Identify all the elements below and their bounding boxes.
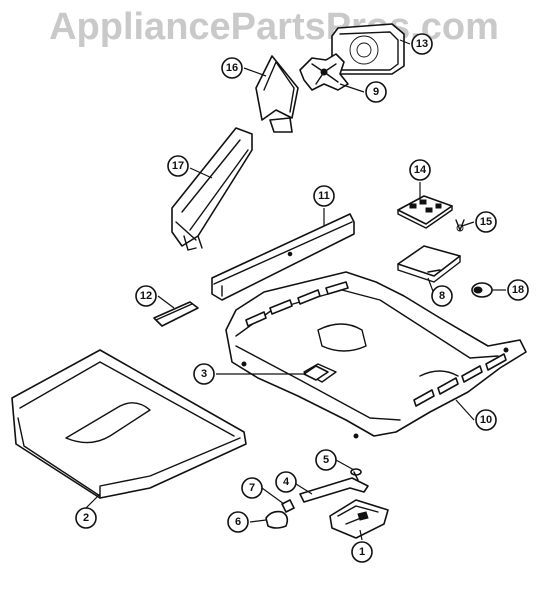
callout-8: 8 xyxy=(431,285,453,307)
callout-12: 12 xyxy=(135,285,157,307)
part-2-drawer-pan[interactable] xyxy=(11,349,247,499)
callout-18: 18 xyxy=(507,279,529,301)
part-13-housing[interactable] xyxy=(331,23,405,75)
part-1-latch[interactable] xyxy=(329,499,389,539)
callout-9: 9 xyxy=(365,81,387,103)
callout-11-label: 11 xyxy=(318,190,330,202)
callout-11: 11 xyxy=(313,185,335,207)
part-6-knob[interactable] xyxy=(265,510,289,529)
callout-5: 5 xyxy=(315,449,337,471)
callout-7: 7 xyxy=(241,477,263,499)
callout-1-label: 1 xyxy=(359,546,365,558)
part-8-plate[interactable] xyxy=(397,245,461,283)
callout-2: 2 xyxy=(75,507,97,529)
callout-3-label: 3 xyxy=(201,368,207,380)
part-17-duct[interactable] xyxy=(171,127,253,251)
part-12-bar[interactable] xyxy=(153,301,199,327)
callout-12-label: 12 xyxy=(140,290,152,302)
callout-15-label: 15 xyxy=(480,216,492,228)
part-4-rod[interactable] xyxy=(299,477,369,503)
callout-4-label: 4 xyxy=(283,476,290,488)
callout-18-label: 18 xyxy=(512,284,524,296)
part-7-clip[interactable] xyxy=(281,499,295,513)
callout-8-label: 8 xyxy=(439,290,445,302)
part-15-clip[interactable] xyxy=(455,219,465,232)
callout-14-label: 14 xyxy=(414,164,427,176)
callout-13: 13 xyxy=(411,33,433,55)
callout-17: 17 xyxy=(167,155,189,177)
leader-lines xyxy=(85,39,506,541)
part-16-bracket[interactable] xyxy=(255,55,299,133)
callout-16-label: 16 xyxy=(226,62,238,74)
callout-9-label: 9 xyxy=(373,86,379,98)
callout-6-label: 6 xyxy=(235,516,241,528)
part-14-board[interactable] xyxy=(397,195,453,229)
part-10-base-frame[interactable] xyxy=(225,271,527,439)
part-18-grommet[interactable] xyxy=(471,282,493,298)
callout-5-label: 5 xyxy=(323,454,329,466)
callout-14: 14 xyxy=(409,159,431,181)
callout-6: 6 xyxy=(227,511,249,533)
callout-3: 3 xyxy=(193,363,215,385)
callout-4: 4 xyxy=(275,471,297,493)
part-5-screw[interactable] xyxy=(350,468,362,481)
callout-10-label: 10 xyxy=(480,414,492,426)
part-3-tab[interactable] xyxy=(303,365,329,381)
callout-13-label: 13 xyxy=(416,38,428,50)
callout-7-label: 7 xyxy=(249,482,255,494)
callout-15: 15 xyxy=(475,211,497,233)
callout-16: 16 xyxy=(221,57,243,79)
callout-1: 1 xyxy=(351,541,373,563)
callout-17-label: 17 xyxy=(172,160,184,172)
part-11-rail[interactable] xyxy=(211,213,355,301)
callout-2-label: 2 xyxy=(83,512,89,524)
part-9-fan[interactable] xyxy=(299,53,349,91)
callout-10: 10 xyxy=(475,409,497,431)
